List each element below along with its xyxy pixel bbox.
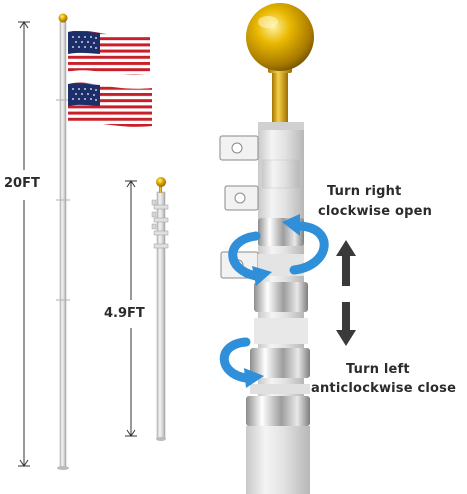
instruction-close-line2: anticlockwise close <box>311 381 457 396</box>
gold-ball-icon <box>246 3 314 71</box>
height-label-collapsed: 4.9FT <box>104 306 145 321</box>
height-dimension-4-9ft <box>125 180 137 437</box>
instruction-open-line1: Turn right <box>327 184 402 199</box>
gold-ball-icon <box>58 13 68 23</box>
height-label-full: 20FT <box>4 176 40 191</box>
arrow-up-icon <box>336 240 356 286</box>
collapsed-flagpole <box>151 177 169 441</box>
us-flag-icon <box>68 30 150 75</box>
instruction-open-line2: clockwise open <box>318 204 433 219</box>
rotate-arrow-icon <box>219 337 264 388</box>
pole-closeup <box>219 3 314 494</box>
gold-ball-icon <box>156 177 166 187</box>
us-flag-icon <box>68 82 152 127</box>
arrow-down-icon <box>336 302 356 346</box>
height-dimension-20ft <box>18 21 30 467</box>
rotate-arrow-icon <box>228 231 272 286</box>
rotate-arrow-icon <box>282 214 329 275</box>
tall-flagpole <box>56 13 70 470</box>
instruction-close-line1: Turn left <box>346 362 410 377</box>
